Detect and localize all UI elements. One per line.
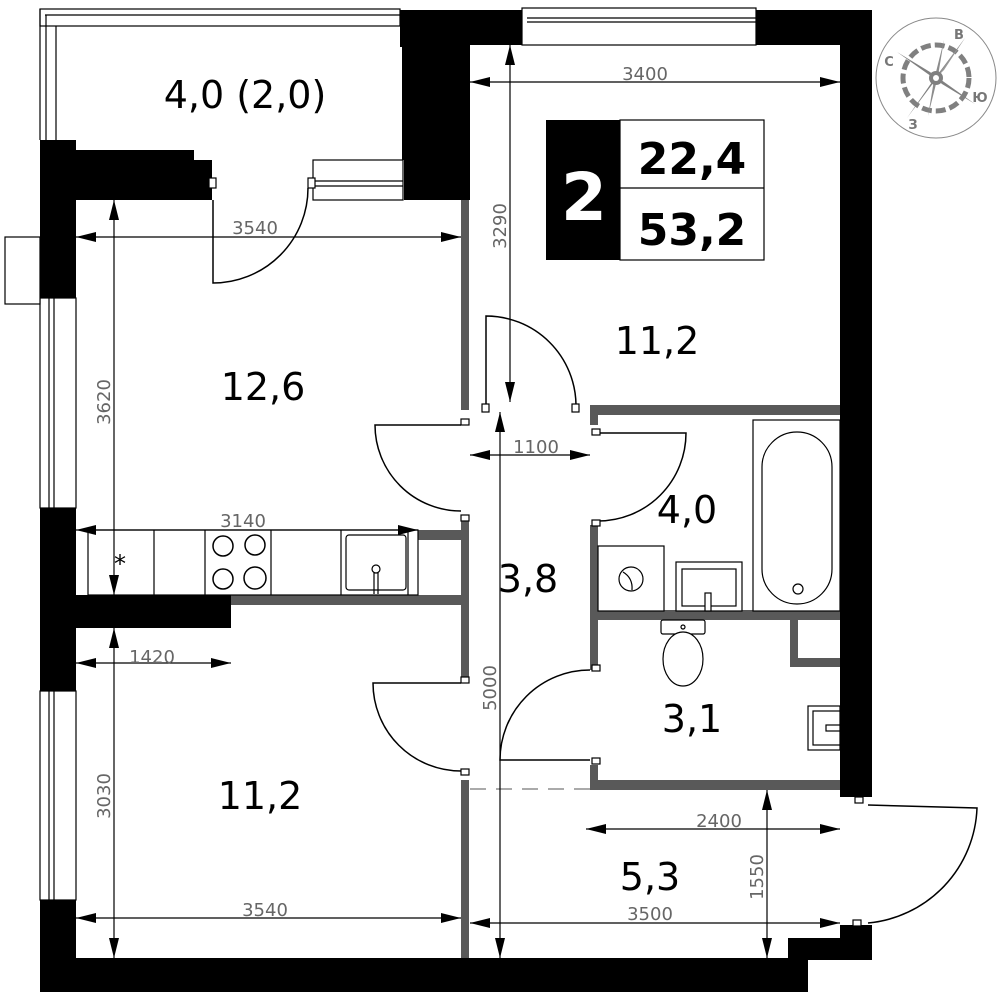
- rooms-count: 2: [561, 159, 607, 236]
- stove-icon: [212, 534, 267, 590]
- bathtub-icon: [752, 419, 841, 612]
- dim-bedroom-bottom-width: 3540: [242, 900, 288, 921]
- dim-entry-inner: 2400: [696, 811, 742, 832]
- room-entry-area: 5,3: [620, 855, 680, 899]
- compass-icon: С В Ю З: [875, 17, 997, 139]
- dim-bedroom-bottom-depth: 3030: [94, 773, 115, 819]
- room-bathroom-area: 4,0: [657, 488, 717, 532]
- kitchen-counter: [87, 529, 419, 596]
- dim-kitchen-width: 3540: [232, 218, 278, 239]
- room-toilet-area: 3,1: [662, 697, 722, 741]
- toilet-icon: [660, 619, 706, 687]
- room-kitchen-area: 12,6: [221, 365, 306, 409]
- compass-east: В: [954, 28, 964, 43]
- fridge-mark-icon: *: [114, 550, 126, 578]
- dim-entry-width: 3500: [627, 904, 673, 925]
- compass-south: Ю: [972, 91, 987, 106]
- dim-bedroom-top-depth: 3290: [490, 203, 511, 249]
- window-bedroom-top: [521, 7, 757, 46]
- dimension-lines: [76, 45, 840, 958]
- room-hallway-area: 3,8: [498, 557, 558, 601]
- room-loggia-area: 4,0 (2,0): [164, 73, 327, 117]
- outer-walls: [40, 10, 872, 992]
- loggia-window: [312, 159, 404, 201]
- dim-hallway-length: 5000: [480, 665, 501, 711]
- kitchen-sink-icon: [345, 534, 407, 594]
- compass-west: З: [908, 118, 917, 133]
- living-area: 22,4: [638, 134, 747, 185]
- dim-bedroom-top-width: 3400: [622, 64, 668, 85]
- room-bedroom-top-area: 11,2: [615, 319, 700, 363]
- loggia-glazing: [39, 8, 401, 140]
- area-badge: 2 22,4 53,2: [546, 119, 765, 261]
- dim-entry-depth: 1550: [747, 854, 768, 900]
- dim-bedroom-bottom-niche: 1420: [129, 647, 175, 668]
- room-bedroom-bottom-area: 11,2: [218, 774, 303, 818]
- inner-walls: [231, 200, 840, 958]
- total-area: 53,2: [638, 205, 747, 256]
- left-windows: [4, 236, 77, 901]
- dim-hallway-width: 1100: [513, 437, 559, 458]
- door-jambs: [208, 177, 864, 927]
- bathroom-sink-icon: [675, 561, 743, 612]
- dim-kitchen-counter: 3140: [220, 511, 266, 532]
- compass-north: С: [884, 55, 894, 70]
- washing-machine-icon: [597, 545, 665, 612]
- dim-kitchen-depth: 3620: [94, 379, 115, 425]
- toilet-sink-icon: [807, 705, 841, 751]
